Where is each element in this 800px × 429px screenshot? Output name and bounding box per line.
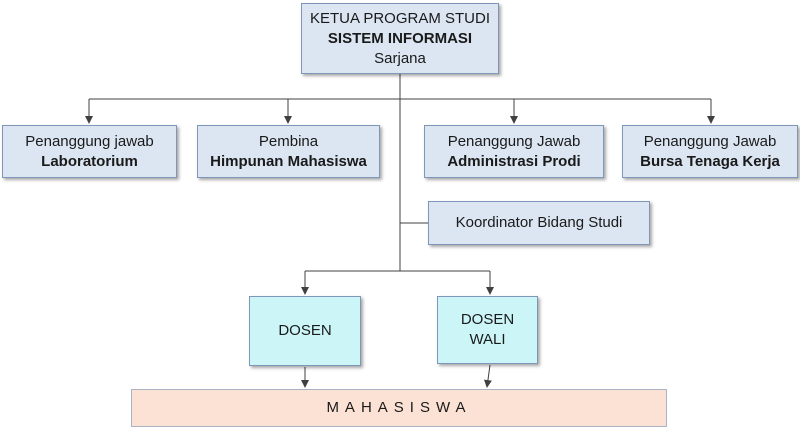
ketua-title: KETUA PROGRAM STUDI (309, 9, 491, 27)
arrow-wali-to-mahasiswa (483, 364, 492, 388)
unit-role: Pembina (258, 132, 319, 150)
unit-role: Penanggung jawab (25, 132, 154, 150)
bursa-box: Penanggung Jawab Bursa Tenaga Kerja (622, 125, 798, 178)
koordinator-box: Koordinator Bidang Studi (428, 201, 650, 245)
himpunan-box: Pembina Himpunan Mahasiswa (197, 125, 380, 178)
program-name: SISTEM INFORMASI (327, 29, 473, 47)
program-level: Sarjana (374, 49, 426, 67)
ketua-prodi-box: KETUA PROGRAM STUDI SISTEM INFORMASI Sar… (301, 3, 499, 74)
unit-role: Penanggung Jawab (447, 132, 581, 150)
mahasiswa-box: MAHASISWA (131, 389, 667, 427)
koordinator-label: Koordinator Bidang Studi (455, 214, 623, 231)
unit-name: Bursa Tenaga Kerja (640, 152, 780, 170)
administrasi-box: Penanggung Jawab Administrasi Prodi (424, 125, 604, 178)
dosen-label: DOSEN (278, 322, 332, 339)
laboratorium-box: Penanggung jawab Laboratorium (2, 125, 177, 178)
mahasiswa-label: MAHASISWA (326, 399, 472, 416)
unit-name: Himpunan Mahasiswa (210, 152, 367, 170)
unit-name: Laboratorium (41, 152, 138, 170)
dosen-box: DOSEN (249, 296, 361, 366)
dosen-wali-line1: DOSEN (460, 311, 515, 328)
unit-role: Penanggung Jawab (643, 132, 777, 150)
unit-name: Administrasi Prodi (447, 152, 581, 170)
dosen-wali-line2: WALI (469, 331, 506, 348)
dosen-wali-box: DOSEN WALI (437, 296, 538, 364)
